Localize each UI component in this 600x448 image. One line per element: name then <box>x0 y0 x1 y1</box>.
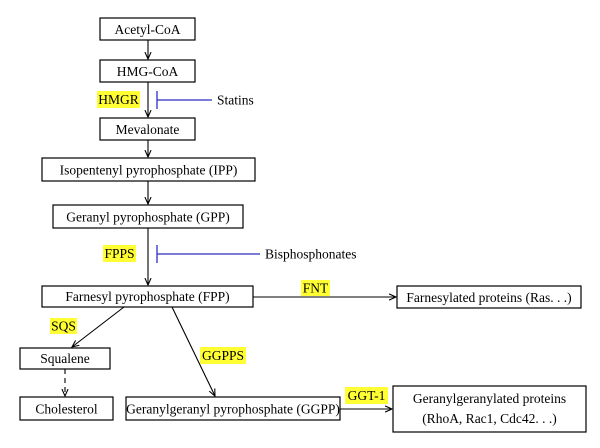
enzyme-fnt-label: FNT <box>303 281 329 296</box>
node-ggpp: Geranylgeranyl pyrophosphate (GGPP) <box>125 396 341 421</box>
enzyme-hmgr-label: HMGR <box>98 92 139 107</box>
inhibitor-statins-label: Statins <box>217 93 254 108</box>
node-geranylgeranylated-proteins: Geranylgeranylated proteins (RhoA, Rac1,… <box>392 385 587 433</box>
enzyme-ggpps-label: GGPPS <box>202 348 244 363</box>
node-hmg-coa-label: HMG-CoA <box>117 64 179 79</box>
enzyme-ggt1-label: GGT-1 <box>348 388 386 403</box>
node-farnesylated-proteins: Farnesylated proteins (Ras. . .) <box>396 285 582 309</box>
arrow-fpp-to-squalene <box>72 306 125 347</box>
enzyme-fnt: FNT <box>301 280 330 296</box>
node-ipp-label: Isopentenyl pyrophosphate (IPP) <box>60 163 238 178</box>
node-mevalonate: Mevalonate <box>99 117 196 141</box>
node-hmg-coa: HMG-CoA <box>99 59 196 83</box>
arrow-fpp-to-ggpp <box>171 306 215 396</box>
bisphosphonates-inhibition <box>156 245 260 263</box>
enzyme-fpps: FPPS <box>103 245 136 262</box>
node-acetyl-coa: Acetyl-CoA <box>99 17 196 41</box>
enzyme-ggt1: GGT-1 <box>345 387 388 404</box>
enzyme-ggpps: GGPPS <box>200 347 246 364</box>
node-cholesterol: Cholesterol <box>19 396 114 421</box>
node-fpp: Farnesyl pyrophosphate (FPP) <box>41 285 254 308</box>
node-squalene-label: Squalene <box>40 351 90 366</box>
node-mevalonate-label: Mevalonate <box>116 122 180 137</box>
node-ipp: Isopentenyl pyrophosphate (IPP) <box>41 157 256 182</box>
node-cholesterol-label: Cholesterol <box>35 402 97 417</box>
inhibitor-bisphosphonates-label: Bisphosphonates <box>265 247 357 262</box>
node-geranylgeranylated-label-line1: Geranylgeranylated proteins <box>413 391 566 406</box>
node-ggpp-label: Geranylgeranyl pyrophosphate (GGPP) <box>126 402 340 417</box>
node-fpp-label: Farnesyl pyrophosphate (FPP) <box>65 289 229 304</box>
node-geranylgeranylated-label-line2: (RhoA, Rac1, Cdc42. . .) <box>422 411 557 426</box>
statins-inhibition <box>156 91 212 109</box>
node-farnesylated-label: Farnesylated proteins (Ras. . .) <box>406 290 571 305</box>
enzyme-sqs-label: SQS <box>51 319 76 334</box>
node-acetyl-coa-label: Acetyl-CoA <box>115 22 181 37</box>
node-squalene: Squalene <box>19 347 111 370</box>
node-gpp: Geranyl pyrophosphate (GPP) <box>52 204 244 229</box>
enzyme-fpps-label: FPPS <box>104 246 134 261</box>
node-gpp-label: Geranyl pyrophosphate (GPP) <box>66 210 229 225</box>
enzyme-sqs: SQS <box>50 318 77 334</box>
enzyme-hmgr: HMGR <box>97 91 140 108</box>
